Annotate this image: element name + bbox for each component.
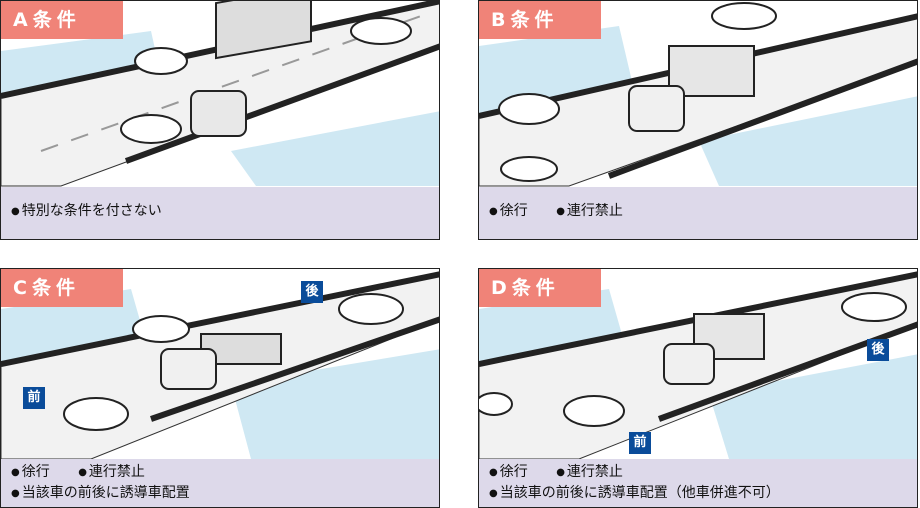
condition-tag: C条件 [1, 269, 123, 307]
condition-tag: A条件 [1, 1, 123, 39]
panel-d: D条件 後 前 徐行 連行禁止 当該車の前後に誘導車配置（他車併進不可） [478, 268, 918, 508]
condition-item: 徐行 [489, 203, 528, 219]
illustration-a [1, 1, 439, 239]
front-guide-vehicle-sign: 前 [23, 387, 45, 409]
caption: 徐行 連行禁止 当該車の前後に誘導車配置（他車併進不可） [479, 459, 917, 507]
caption: 特別な条件を付さない [1, 187, 439, 239]
condition-item: 特別な条件を付さない [11, 203, 162, 219]
condition-item: 連行禁止 [556, 203, 623, 219]
rear-guide-vehicle-sign: 後 [867, 339, 889, 361]
rear-guide-vehicle-sign: 後 [301, 281, 323, 303]
panel-c: C条件 後 前 徐行 連行禁止 当該車の前後に誘導車配置 [0, 268, 440, 508]
condition-tag: D条件 [479, 269, 601, 307]
panel-a: A条件 特別な条件を付さない [0, 0, 440, 240]
caption: 徐行 連行禁止 当該車の前後に誘導車配置 [1, 459, 439, 507]
condition-tag: B条件 [479, 1, 601, 39]
condition-item: 徐行 [11, 464, 50, 480]
condition-item: 連行禁止 [556, 464, 623, 480]
condition-item: 連行禁止 [78, 464, 145, 480]
panel-b: B条件 徐行 連行禁止 [478, 0, 918, 240]
front-guide-vehicle-sign: 前 [629, 432, 651, 454]
condition-item: 当該車の前後に誘導車配置（他車併進不可） [489, 485, 780, 501]
condition-item: 徐行 [489, 464, 528, 480]
condition-item: 当該車の前後に誘導車配置 [11, 485, 190, 501]
caption: 徐行 連行禁止 [479, 187, 917, 239]
illustration-d [479, 269, 917, 507]
